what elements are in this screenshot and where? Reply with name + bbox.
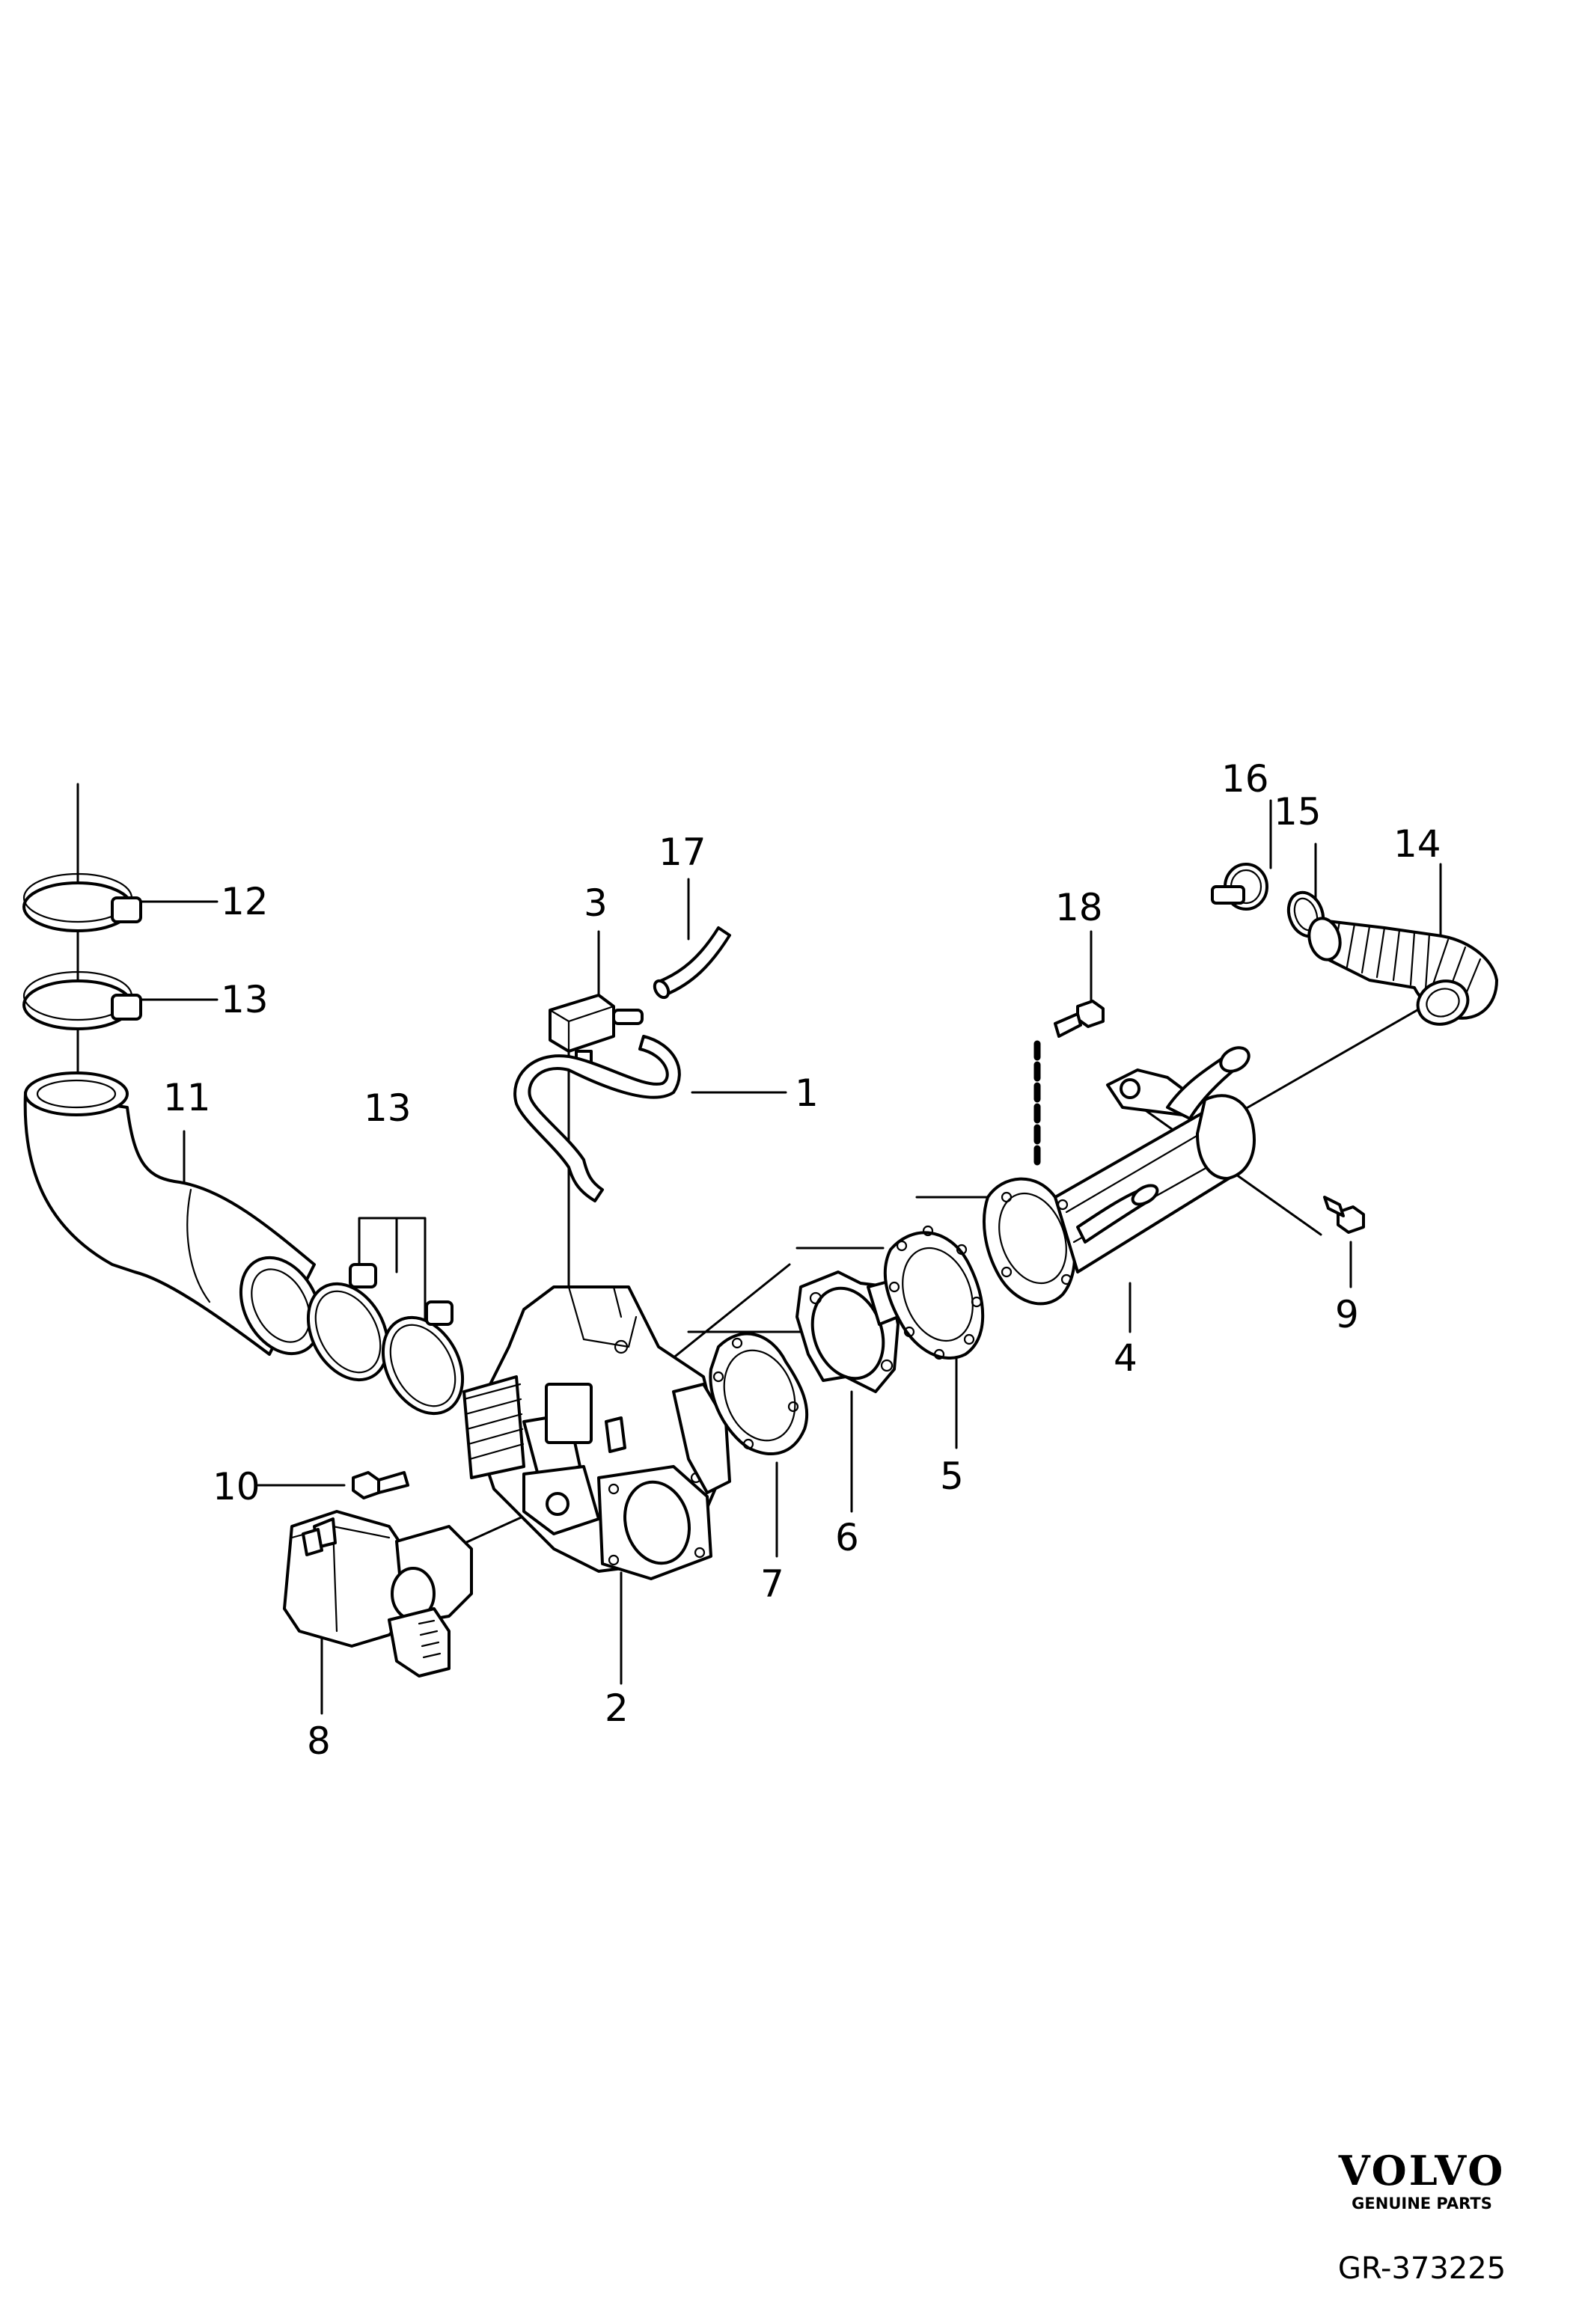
callout-5: 5 (940, 1455, 964, 1498)
callout-11: 11 (163, 1076, 211, 1119)
part-8-actuator (283, 1510, 473, 1678)
callout-8: 8 (307, 1719, 331, 1763)
volvo-logo: VOLVO (1338, 2147, 1506, 2195)
part-1-vacuum-hose (513, 1035, 681, 1202)
part-10-bolt (352, 1471, 409, 1499)
callout-6: 6 (835, 1516, 859, 1559)
callout-15: 15 (1274, 790, 1322, 834)
callout-10: 10 (213, 1465, 260, 1508)
part-18-bolt (1054, 1000, 1105, 1038)
callout-13b: 13 (364, 1086, 412, 1130)
part-17-vacuum-hose (653, 926, 731, 1000)
callout-16: 16 (1221, 757, 1269, 801)
genuine-parts-tagline: GENUINE PARTS (1352, 2195, 1492, 2213)
callout-1: 1 (795, 1071, 819, 1115)
callout-17: 17 (659, 831, 706, 874)
part-14-corrugated-pipe (1307, 917, 1498, 1026)
part-7-gasket (709, 1332, 809, 1455)
part-11-intake-hose (23, 1071, 323, 1356)
callout-3: 3 (584, 881, 608, 925)
part-5-gasket (883, 1225, 985, 1360)
part-2-egr-valve-body (462, 1285, 731, 1580)
part-13-hose-clamp-pair (306, 1263, 465, 1416)
callout-2: 2 (605, 1687, 629, 1730)
part-12-hose-clamp (22, 872, 142, 932)
part-16-hose-clamp (1211, 863, 1268, 911)
callout-14: 14 (1393, 822, 1441, 866)
callout-7: 7 (760, 1562, 784, 1606)
part-6-flange (796, 1270, 900, 1393)
part-4-egr-cooler (983, 1046, 1256, 1306)
callout-18: 18 (1055, 886, 1103, 929)
callout-9: 9 (1335, 1293, 1359, 1336)
callout-4: 4 (1114, 1336, 1137, 1380)
diagram-reference-number: GR-373225 (1338, 2251, 1506, 2286)
part-9-bolt (1323, 1196, 1365, 1234)
callout-12: 12 (221, 880, 269, 923)
callout-13a: 13 (221, 978, 269, 1021)
callout-labels: 1 2 3 4 5 6 7 8 9 10 11 12 13 13 14 15 1… (163, 757, 1441, 1763)
part-13-hose-clamp-upper (22, 970, 142, 1030)
brand-block: VOLVO GENUINE PARTS GR-373225 (1338, 2147, 1506, 2286)
